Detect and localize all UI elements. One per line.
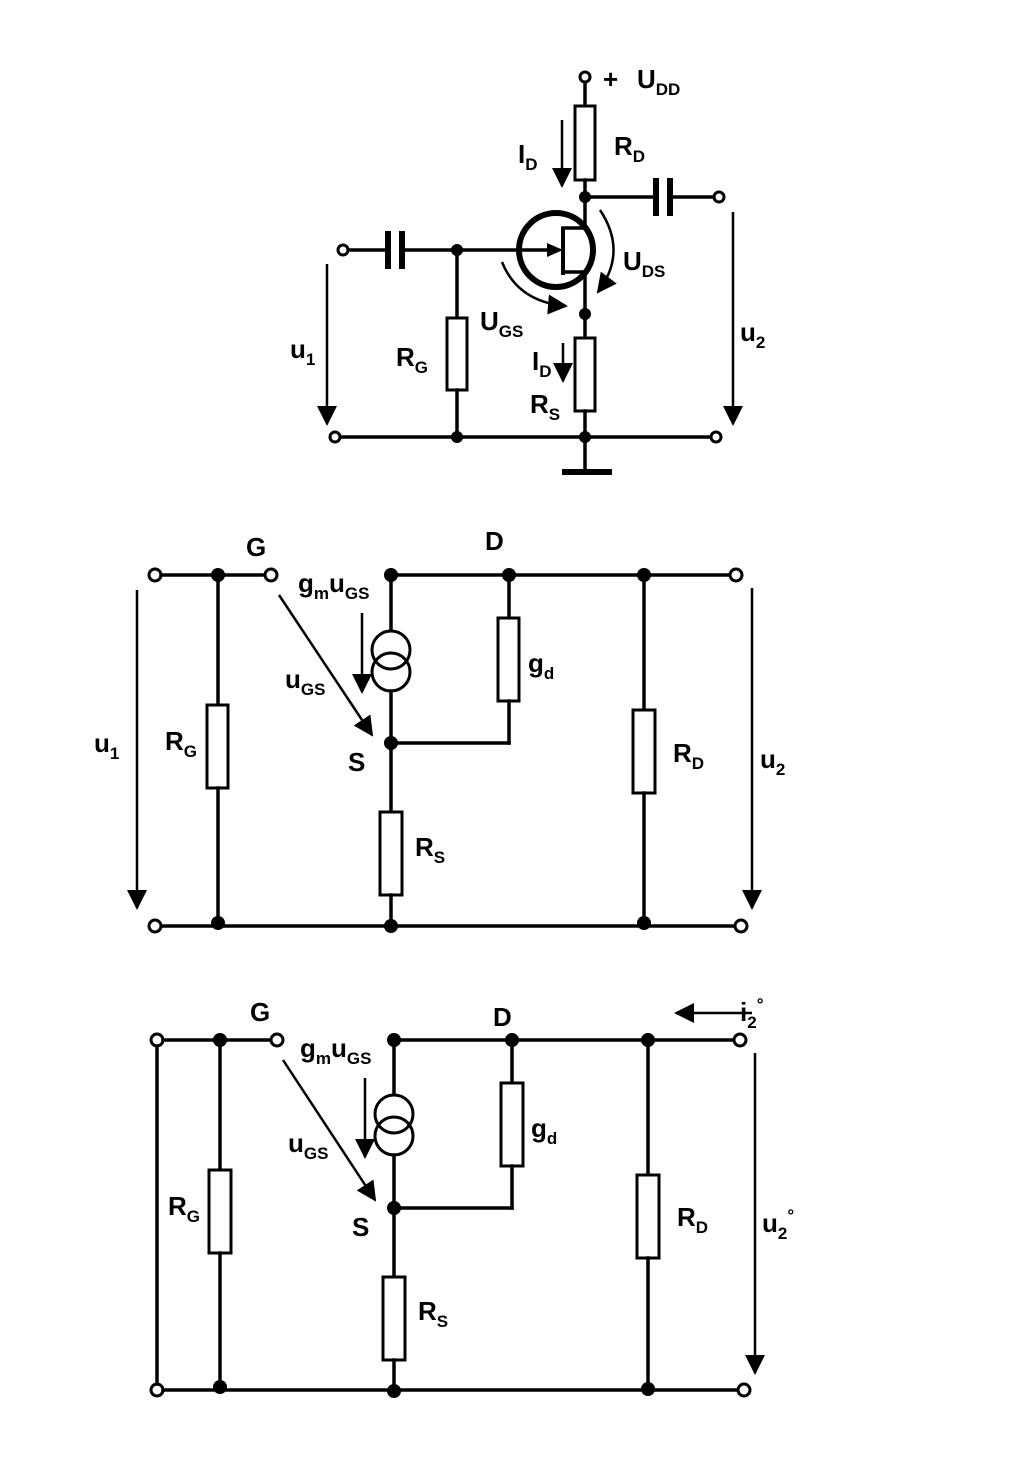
supply-voltage-label: UDD — [637, 64, 680, 99]
output-voltage-label: u2° — [762, 1206, 794, 1243]
ugs-label: uGS — [285, 664, 325, 699]
ugs-arrow — [281, 1059, 377, 1202]
circuit-2-small-signal: G D S gmuGS uGS gd RG RS RD u1 u2 — [94, 526, 785, 934]
source-resistor — [381, 1275, 407, 1362]
gate-resistor-label: RG — [165, 726, 197, 761]
source-resistor-label: RS — [418, 1296, 448, 1331]
ground-node-rd — [641, 1382, 655, 1396]
input-terminal-top — [149, 1032, 165, 1048]
uds-label: UDS — [623, 246, 665, 281]
current-source-label: gmuGS — [300, 1033, 371, 1068]
source-resistor-label: RS — [415, 832, 445, 867]
input-voltage-label: u1 — [94, 728, 119, 763]
ugs-arrow — [500, 261, 568, 315]
current-source-label: gmuGS — [298, 568, 369, 603]
gd-conductance — [496, 616, 521, 703]
node-source-label: S — [352, 1212, 369, 1242]
output-voltage-label: u2 — [740, 317, 765, 352]
supply-terminal — [578, 70, 592, 84]
current-source-icon — [373, 1093, 415, 1135]
ground-node-rd — [637, 916, 651, 930]
ground-node-rs — [387, 1384, 401, 1398]
supply-plus: + — [603, 64, 618, 94]
drain-resistor-label: RD — [673, 738, 704, 773]
ugs-label: uGS — [288, 1128, 328, 1163]
input-voltage-label: u1 — [290, 334, 315, 369]
ground-node-source — [579, 431, 591, 443]
source-resistor-label: RS — [530, 389, 560, 424]
gate-terminal — [263, 567, 279, 583]
gate-resistor-label: RG — [168, 1191, 200, 1226]
drain-resistor-label: RD — [614, 131, 645, 166]
output-terminal-bottom — [709, 430, 723, 444]
drain-resistor-label: RD — [677, 1202, 708, 1237]
input-terminal-bottom — [147, 918, 163, 934]
node-gate-label: G — [246, 532, 266, 562]
gate-resistor-label: RG — [396, 342, 428, 377]
node-gate-label: G — [250, 997, 270, 1027]
output-terminal-bottom — [733, 918, 749, 934]
gate-arrow-icon — [547, 243, 563, 257]
source-current-label: ID — [532, 346, 552, 381]
node-source-label: S — [348, 747, 365, 777]
gate-resistor — [207, 1168, 233, 1255]
output-voltage-label: u2 — [760, 744, 785, 779]
output-terminal-top — [732, 1032, 748, 1048]
output-current-label: i2° — [740, 995, 764, 1032]
gd-label: gd — [531, 1113, 557, 1148]
output-terminal-top — [712, 190, 726, 204]
ground-node-rg — [211, 916, 225, 930]
source-resistor — [573, 336, 597, 413]
gate-terminal — [269, 1032, 285, 1048]
input-terminal-top — [147, 567, 163, 583]
drain-current-label: ID — [518, 139, 538, 174]
ugs-arrow — [277, 594, 374, 737]
current-source-icon — [370, 629, 412, 671]
gate-resistor — [445, 316, 469, 392]
input-terminal-bottom — [328, 430, 342, 444]
ground-node-rs — [384, 919, 398, 933]
uds-arrow — [596, 209, 617, 294]
circuit-1-amplifier: + UDD ID RD UDS UGS ID RS RG u1 u2 — [290, 64, 765, 475]
gate-resistor — [205, 703, 230, 790]
output-terminal-bottom — [736, 1382, 752, 1398]
drain-resistor — [635, 1173, 661, 1260]
drain-resistor — [573, 104, 597, 182]
drain-resistor — [631, 708, 657, 795]
input-terminal-top — [336, 243, 350, 257]
input-terminal-bottom — [149, 1382, 165, 1398]
ugs-label: UGS — [480, 306, 523, 341]
node-drain-label: D — [485, 526, 504, 556]
node-drain-label: D — [493, 1002, 512, 1032]
gd-conductance — [499, 1081, 525, 1168]
ground-node-rg — [213, 1380, 227, 1394]
circuit-3-output-equivalent: G D S gmuGS uGS gd RG RS RD i2° u2° — [149, 995, 794, 1398]
ground-node-gate — [451, 431, 463, 443]
source-node — [579, 308, 591, 320]
output-terminal-top — [728, 567, 744, 583]
gd-label: gd — [528, 648, 554, 683]
source-resistor — [378, 810, 404, 897]
